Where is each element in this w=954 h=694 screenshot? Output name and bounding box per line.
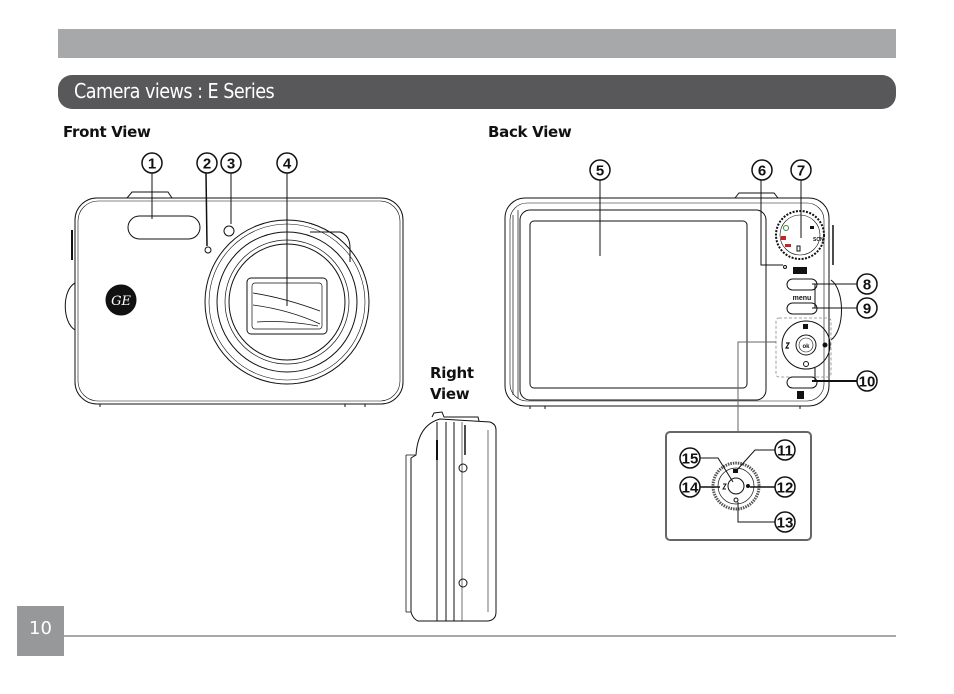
dial-auto-icon xyxy=(785,244,791,247)
right-shutter-button xyxy=(431,411,480,422)
svg-text:9: 9 xyxy=(863,301,871,318)
dial-camera-icon xyxy=(781,236,786,240)
right-view-label-line2: View xyxy=(430,385,470,403)
back-view-label: Back View xyxy=(488,123,572,141)
navpad-callouts: 11 12 13 14 15 xyxy=(679,439,796,533)
callout-14: 14 xyxy=(679,476,720,498)
front-view-camera: GE xyxy=(64,191,404,407)
callout-7: 7 xyxy=(790,159,812,238)
ge-logo-text: GE xyxy=(111,294,131,309)
svg-text:13: 13 xyxy=(777,515,794,532)
callout-8: 8 xyxy=(812,273,878,308)
front-body-inner xyxy=(77,200,401,402)
svg-text:7: 7 xyxy=(797,163,805,180)
strap-hole-top xyxy=(458,463,468,473)
nav-up-icon xyxy=(803,324,808,329)
right-view-label: Right View xyxy=(430,363,474,405)
callout-1: 1 xyxy=(141,152,163,219)
svg-text:12: 12 xyxy=(777,480,794,497)
callout-2: 2 xyxy=(196,152,218,247)
back-shutter-button xyxy=(734,192,779,199)
trash-icon xyxy=(797,391,804,399)
lcd-bezel xyxy=(519,209,767,401)
callout-10: 10 xyxy=(812,368,878,392)
af-assist-lamp xyxy=(204,246,212,254)
ge-logo xyxy=(105,284,137,316)
svg-text:10: 10 xyxy=(859,374,876,391)
callout-11: 11 xyxy=(736,439,796,471)
callout-4: 4 xyxy=(276,152,298,306)
page-number-box: 10 xyxy=(17,606,64,656)
dial-movie-icon xyxy=(796,245,801,252)
back-callouts: 5 6 7 8 9 10 xyxy=(589,159,878,392)
right-view-camera xyxy=(405,411,497,622)
navpad-ring xyxy=(781,320,831,370)
svg-text:11: 11 xyxy=(777,443,793,460)
flash-window xyxy=(127,215,201,240)
zoom-connector-line xyxy=(737,341,776,432)
strap-hole-bottom xyxy=(458,578,468,588)
svg-text:3: 3 xyxy=(227,156,235,173)
navpad-detail xyxy=(665,431,812,541)
ok-button-label: ok xyxy=(802,344,810,350)
front-view-label: Front View xyxy=(63,123,151,141)
callout-5: 5 xyxy=(589,159,611,256)
lcd-screen xyxy=(529,220,748,389)
footer-rule xyxy=(64,635,896,637)
back-body-outline xyxy=(504,197,830,407)
right-body-outline xyxy=(410,418,497,622)
ok-button-ring xyxy=(795,334,817,356)
nav-down-timer-icon xyxy=(803,361,809,367)
back-body-inner xyxy=(509,202,825,402)
page-number: 10 xyxy=(29,618,52,639)
svg-text:2: 2 xyxy=(203,156,211,173)
self-timer-lamp xyxy=(223,225,235,237)
section-title: Camera views : E Series xyxy=(74,79,275,103)
navpad-detail-frame xyxy=(665,431,812,541)
face-detect-icon xyxy=(793,267,807,274)
callout-6: 6 xyxy=(751,159,783,266)
dial-scene-icon xyxy=(783,225,789,231)
lens-blades xyxy=(252,292,321,327)
back-view-camera: SCN menu ok xyxy=(504,192,842,409)
nav-left-flash-icon xyxy=(784,342,791,349)
lens-housing xyxy=(310,231,351,262)
callout-3: 3 xyxy=(220,152,242,224)
back-feet xyxy=(529,406,801,409)
callout-9: 9 xyxy=(812,297,878,319)
svg-text:8: 8 xyxy=(863,277,871,294)
shutter-button xyxy=(126,191,173,199)
callout-12: 12 xyxy=(750,476,796,498)
status-led xyxy=(783,265,787,269)
svg-text:1: 1 xyxy=(148,156,156,173)
right-view-label-line1: Right xyxy=(430,364,474,382)
front-body-outline xyxy=(74,197,404,405)
back-strap-lug xyxy=(830,279,842,341)
top-banner-bar xyxy=(58,29,896,58)
svg-text:6: 6 xyxy=(758,163,766,180)
front-callouts: 1 2 3 4 xyxy=(141,152,298,306)
strap-lug xyxy=(64,282,76,331)
svg-text:14: 14 xyxy=(682,480,699,497)
svg-text:SCN: SCN xyxy=(813,237,824,243)
camera-feet xyxy=(99,404,366,407)
svg-text:4: 4 xyxy=(283,156,292,173)
svg-text:15: 15 xyxy=(682,451,699,468)
callout-15: 15 xyxy=(679,447,734,483)
nav-right-macro-icon xyxy=(822,342,828,348)
section-header: Camera views : E Series xyxy=(58,75,896,109)
svg-text:5: 5 xyxy=(596,163,604,180)
mode-dial xyxy=(775,210,825,260)
callout-13: 13 xyxy=(737,502,796,533)
menu-button-label: menu xyxy=(793,295,812,302)
delete-button xyxy=(786,376,818,389)
